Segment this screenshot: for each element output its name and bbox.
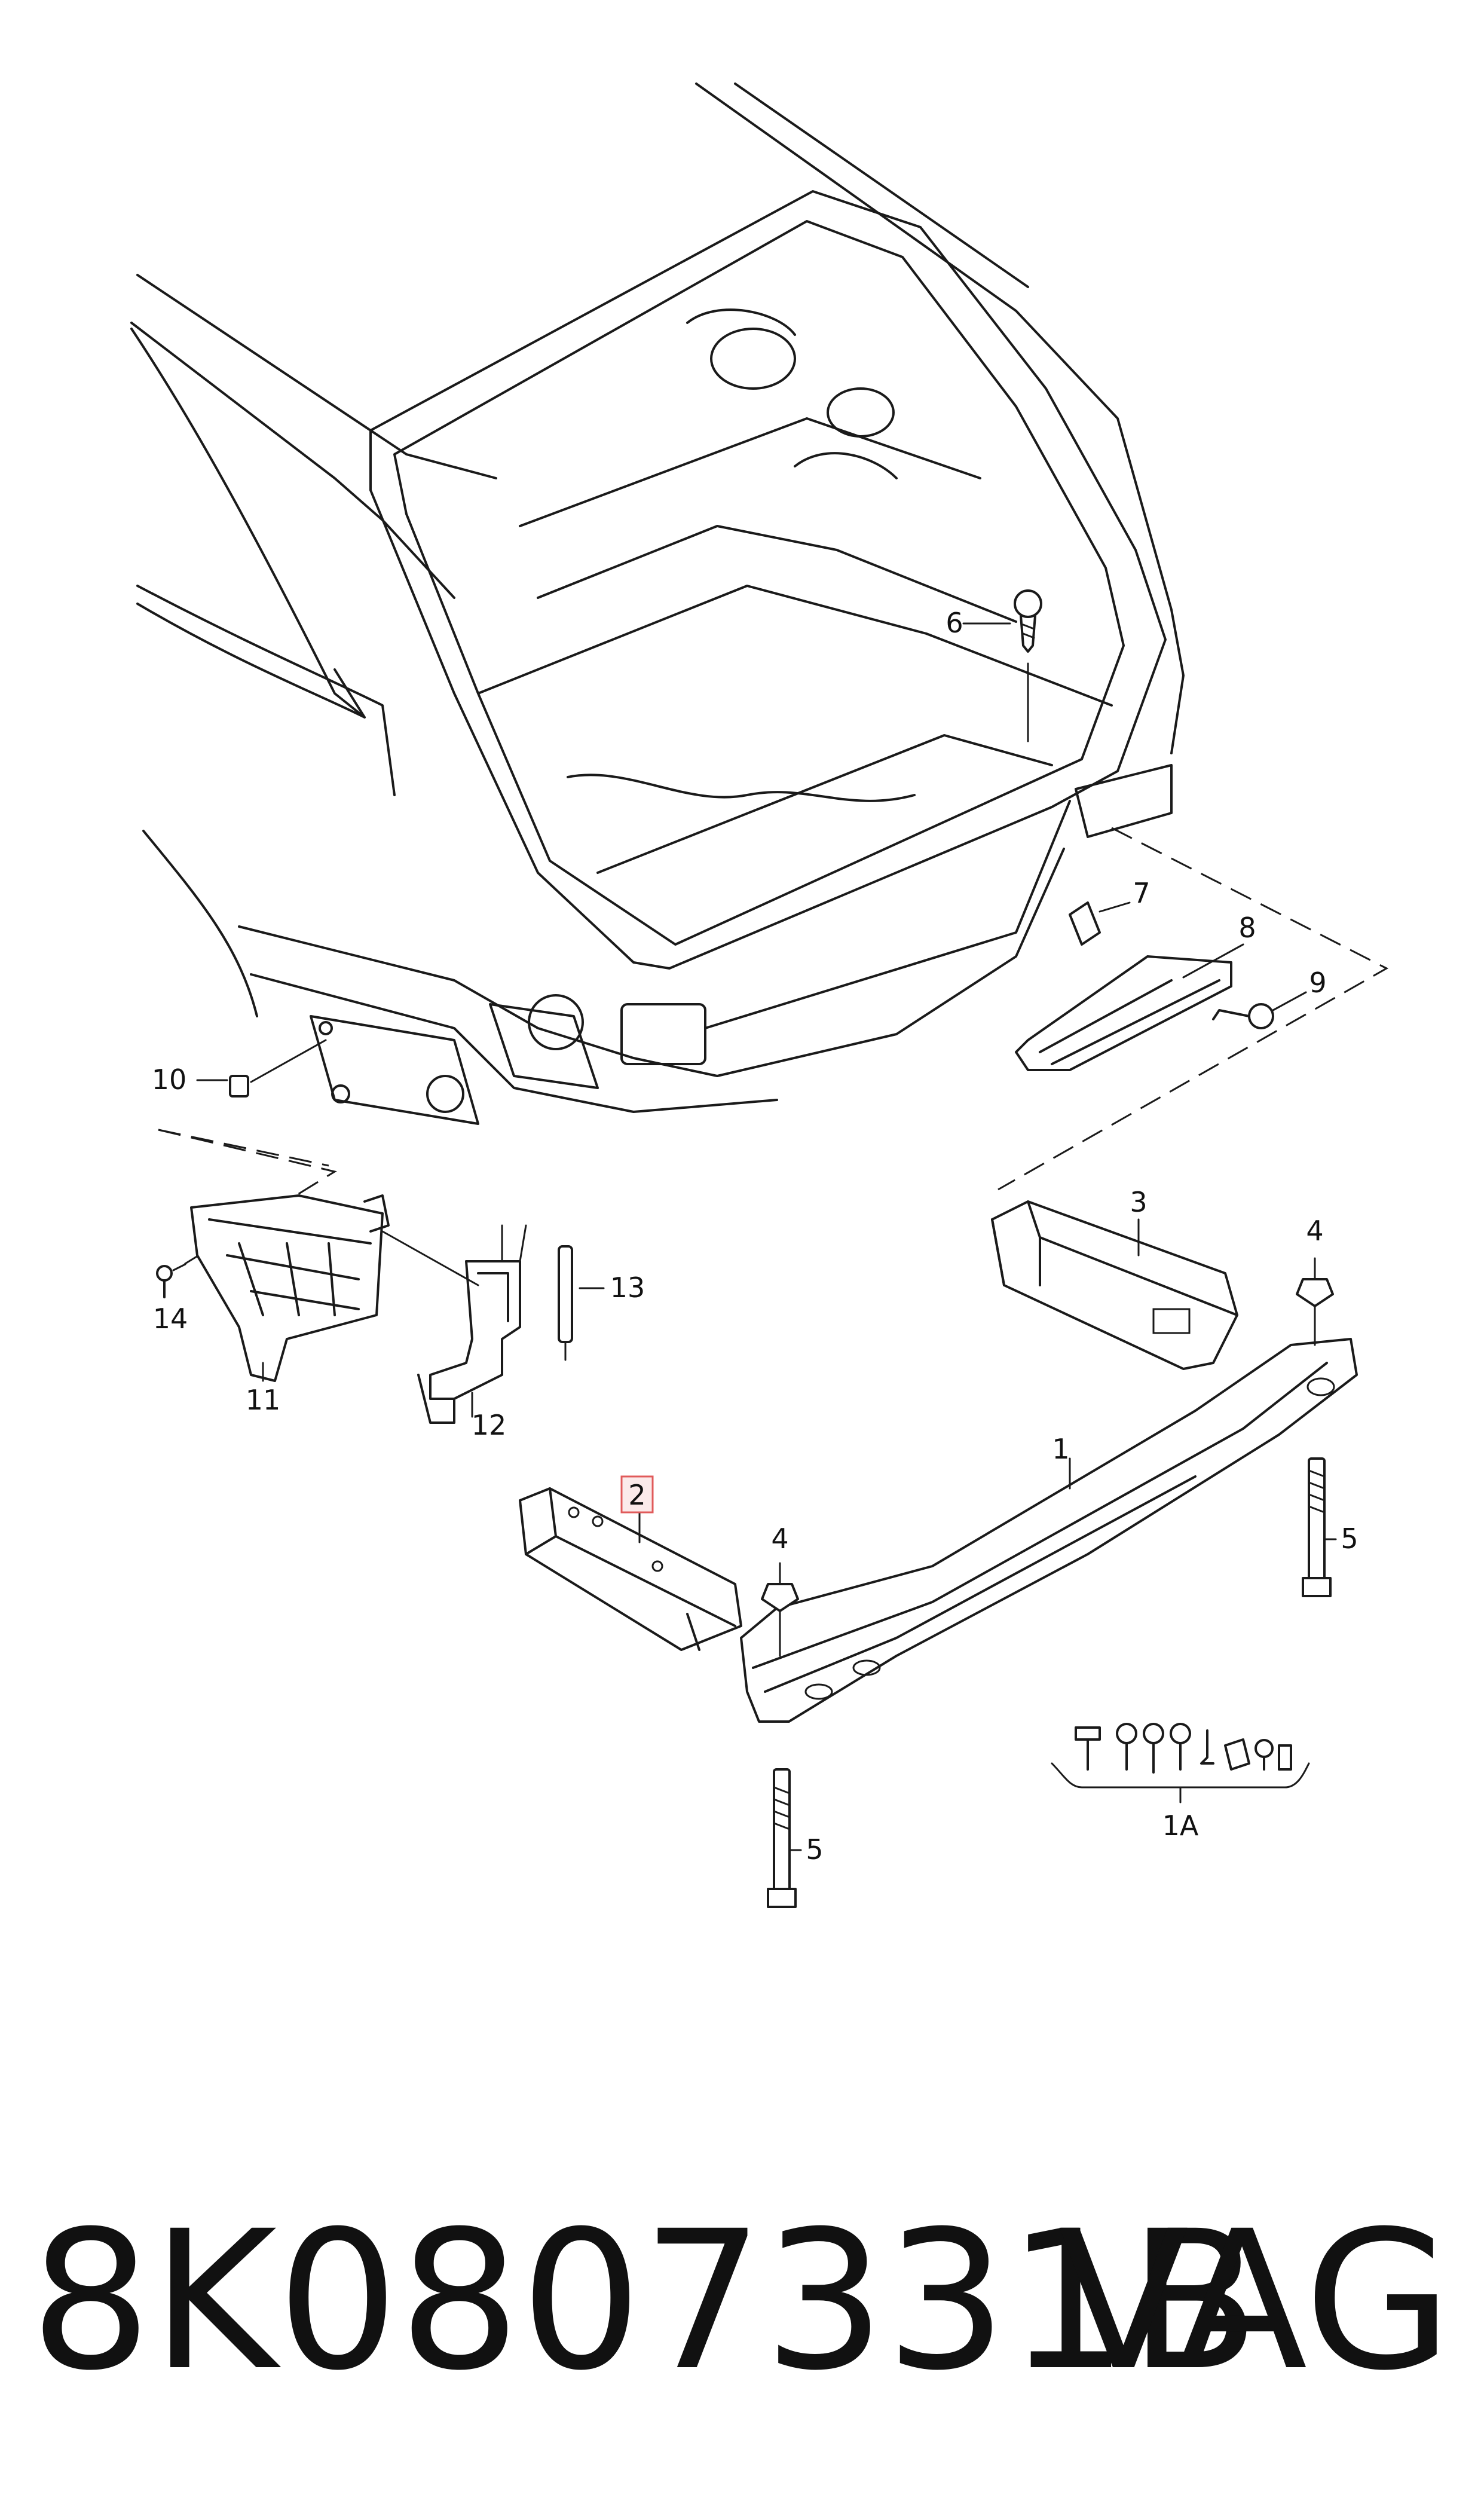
part-6-screw: [962, 589, 1042, 742]
callout-13: 13: [610, 1271, 645, 1304]
part-5-bolt-left: [767, 1768, 802, 1908]
callout-1a: 1A: [1162, 1809, 1199, 1842]
callout-4-right: 4: [1306, 1215, 1323, 1247]
callout-8: 8: [1238, 912, 1256, 944]
part-4-nut-right: [1296, 1257, 1334, 1346]
callout-9: 9: [1309, 967, 1326, 999]
callout-7: 7: [1133, 877, 1150, 909]
callout-14: 14: [153, 1303, 188, 1335]
callout-5-right: 5: [1341, 1523, 1358, 1555]
part-11-bracket: [190, 1194, 390, 1382]
callout-labels: 1 1A 2 3 4 4 5 5 6 7 8 9 10 11 12 13 14: [152, 607, 1358, 1866]
callout-12: 12: [472, 1409, 507, 1441]
callout-1: 1: [1052, 1433, 1069, 1465]
callout-11: 11: [246, 1384, 281, 1416]
callout-10: 10: [152, 1063, 187, 1096]
car-rear-body: [130, 82, 1185, 1125]
part-2-highlight: [620, 1475, 654, 1514]
part-14-screw: [156, 1263, 186, 1298]
callout-2: 2: [628, 1479, 645, 1511]
callout-4-left: 4: [771, 1523, 788, 1555]
part-1-bumper-beam: [740, 1338, 1358, 1723]
callout-3: 3: [1130, 1186, 1147, 1218]
part-8-bracket: [1015, 901, 1307, 1071]
callout-5-left: 5: [806, 1833, 823, 1866]
part-3-crash-box: [991, 1200, 1238, 1370]
dashed-guides: [158, 827, 1389, 1268]
part-1a-fastener-kit: [1051, 1723, 1310, 1803]
part-2-crash-box: [519, 1475, 742, 1651]
part-4-nut-left: [761, 1562, 799, 1657]
part-12-bracket: [381, 1224, 527, 1424]
part-number-text: 8K0807331B: [30, 2190, 1260, 2413]
callout-6: 6: [946, 607, 963, 639]
part-5-bolt-right: [1302, 1457, 1337, 1597]
part-10-nut: [196, 1039, 327, 1097]
brand-text: VAG: [1058, 2190, 1452, 2413]
part-13-pin: [558, 1245, 605, 1361]
